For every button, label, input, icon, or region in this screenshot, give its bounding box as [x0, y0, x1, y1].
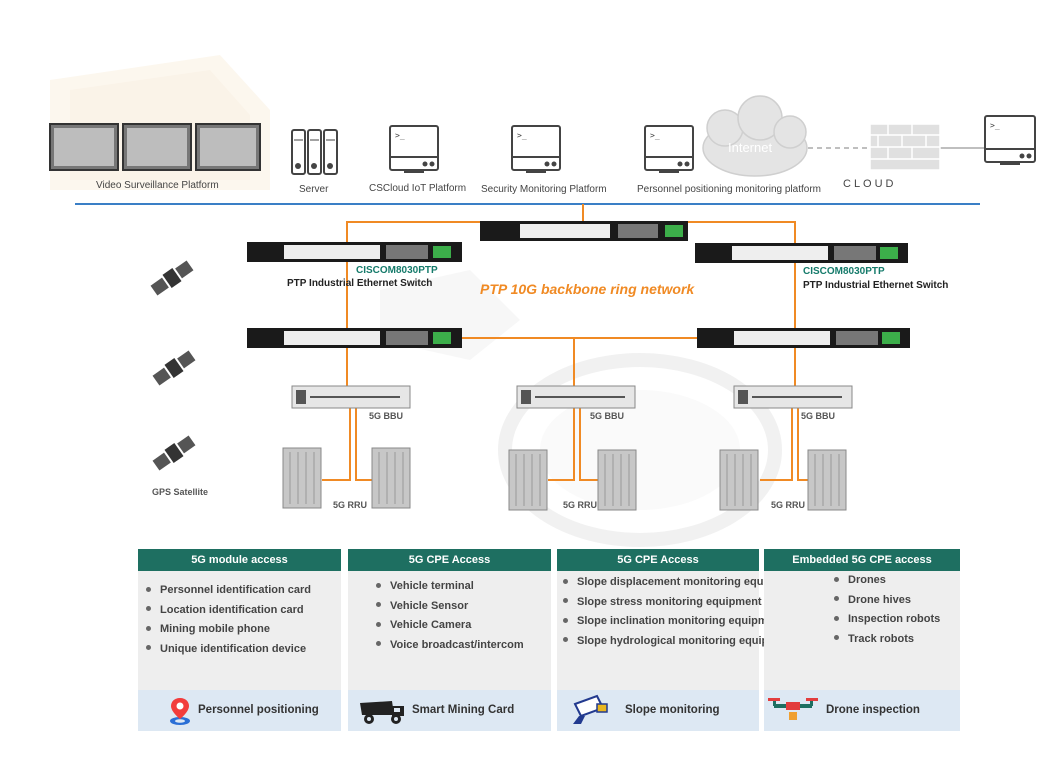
- panel-5g-cpe-access-slope: 5G CPE Access Slope displacement monitor…: [557, 549, 799, 731]
- footer-label: Smart Mining Card: [412, 704, 515, 716]
- list-item: Personnel identification card: [146, 581, 311, 601]
- gps-satellite-label: GPS Satellite: [152, 487, 209, 497]
- personnel-platform-label: Personnel positioning monitoring platfor…: [637, 184, 821, 195]
- satellite-icons: [150, 260, 196, 471]
- panel-list: Slope displacement monitoring equipment …: [563, 573, 799, 651]
- list-item: Inspection robots: [834, 610, 940, 630]
- list-item: Slope inclination monitoring equipment: [563, 612, 799, 632]
- panel-embedded-5g-cpe-access: Embedded 5G CPE access Drones Drone hive…: [764, 549, 960, 731]
- panel-list: Personnel identification card Location i…: [146, 581, 311, 659]
- svg-text:>_: >_: [395, 131, 405, 140]
- server-icon: [291, 129, 338, 175]
- panel-footer: Smart Mining Card: [348, 690, 551, 731]
- terminal-prompts: >_ >_ >_ >_: [395, 121, 1000, 140]
- location-pin-icon: [170, 698, 190, 725]
- list-item: Voice broadcast/intercom: [376, 636, 524, 656]
- switch-upper-left: [247, 242, 462, 262]
- panel-title: 5G CPE Access: [557, 549, 759, 571]
- server-label: Server: [299, 184, 329, 195]
- firewall-icon: [869, 123, 941, 171]
- switch-model-right: CISCOM8030PTP: [803, 266, 885, 277]
- list-item: Mining mobile phone: [146, 620, 311, 640]
- footer-label: Drone inspection: [826, 704, 920, 716]
- panel-5g-cpe-access-vehicle: 5G CPE Access Vehicle terminal Vehicle S…: [348, 549, 551, 731]
- bbu-label-3: 5G BBU: [801, 411, 836, 421]
- panel-title: 5G CPE Access: [348, 549, 551, 571]
- terminal-monitor-icons: [389, 115, 1036, 171]
- panel-title: Embedded 5G CPE access: [764, 549, 960, 571]
- switch-model-left: CISCOM8030PTP: [356, 265, 438, 276]
- rru-label-2: 5G RRU: [563, 500, 598, 510]
- svg-text:>_: >_: [650, 131, 660, 140]
- cscloud-label: CSCloud IoT Platform: [369, 183, 467, 194]
- switch-desc-right: PTP Industrial Ethernet Switch: [803, 280, 949, 291]
- list-item: Location identification card: [146, 601, 311, 621]
- rru-fins: [289, 452, 840, 506]
- switch-upper-right: [695, 243, 908, 263]
- internet-label: Internet: [728, 140, 773, 155]
- rru-units: [282, 447, 847, 511]
- security-platform-label: Security Monitoring Platform: [481, 184, 607, 195]
- ring-network-label: PTP 10G backbone ring network: [480, 281, 695, 297]
- panel-list: Drones Drone hives Inspection robots Tra…: [834, 571, 940, 649]
- list-item: Vehicle terminal: [376, 577, 524, 597]
- footer-label: Personnel positioning: [198, 704, 319, 716]
- list-item: Track robots: [834, 630, 940, 650]
- list-item: Drones: [834, 571, 940, 591]
- monitor-stands: [404, 162, 1020, 173]
- list-item: Vehicle Sensor: [376, 597, 524, 617]
- svg-text:>_: >_: [517, 131, 527, 140]
- bbu-label-2: 5G BBU: [590, 411, 625, 421]
- rru-label-1: 5G RRU: [333, 500, 368, 510]
- panel-list: Vehicle terminal Vehicle Sensor Vehicle …: [376, 577, 524, 655]
- cloud-label: CLOUD: [843, 178, 897, 190]
- list-item: Slope stress monitoring equipment: [563, 593, 799, 613]
- footer-label: Slope monitoring: [625, 704, 720, 716]
- drone-icon: [768, 698, 818, 720]
- switch-lower-left: [247, 328, 462, 348]
- panel-footer: Drone inspection: [764, 690, 960, 731]
- panel-footer: Slope monitoring: [557, 690, 759, 731]
- monitor-icons-video: [49, 123, 261, 171]
- bbu-label-1: 5G BBU: [369, 411, 404, 421]
- rru-label-3: 5G RRU: [771, 500, 806, 510]
- camera-monitoring-icon: [573, 694, 608, 724]
- list-item: Unique identification device: [146, 640, 311, 660]
- panel-5g-module-access: 5G module access Personnel identificatio…: [138, 549, 341, 731]
- panel-footer: Personnel positioning: [138, 690, 341, 731]
- mining-truck-icon: [360, 701, 404, 724]
- list-item: Drone hives: [834, 591, 940, 611]
- list-item: Slope displacement monitoring equipment: [563, 573, 799, 593]
- ring-lines: [322, 204, 808, 481]
- video-platform-label: Video Surveillance Platform: [96, 180, 219, 191]
- internet-cloud-icon: [702, 95, 808, 177]
- bbu-slots: [296, 390, 842, 404]
- svg-text:>_: >_: [990, 121, 1000, 130]
- list-item: Vehicle Camera: [376, 616, 524, 636]
- switch-top-center: [480, 221, 688, 241]
- switch-lower-right: [697, 328, 910, 348]
- monitor-buttons: [422, 153, 1032, 167]
- switch-desc-left: PTP Industrial Ethernet Switch: [287, 278, 433, 289]
- list-item: Slope hydrological monitoring equipment: [563, 632, 799, 652]
- panel-title: 5G module access: [138, 549, 341, 571]
